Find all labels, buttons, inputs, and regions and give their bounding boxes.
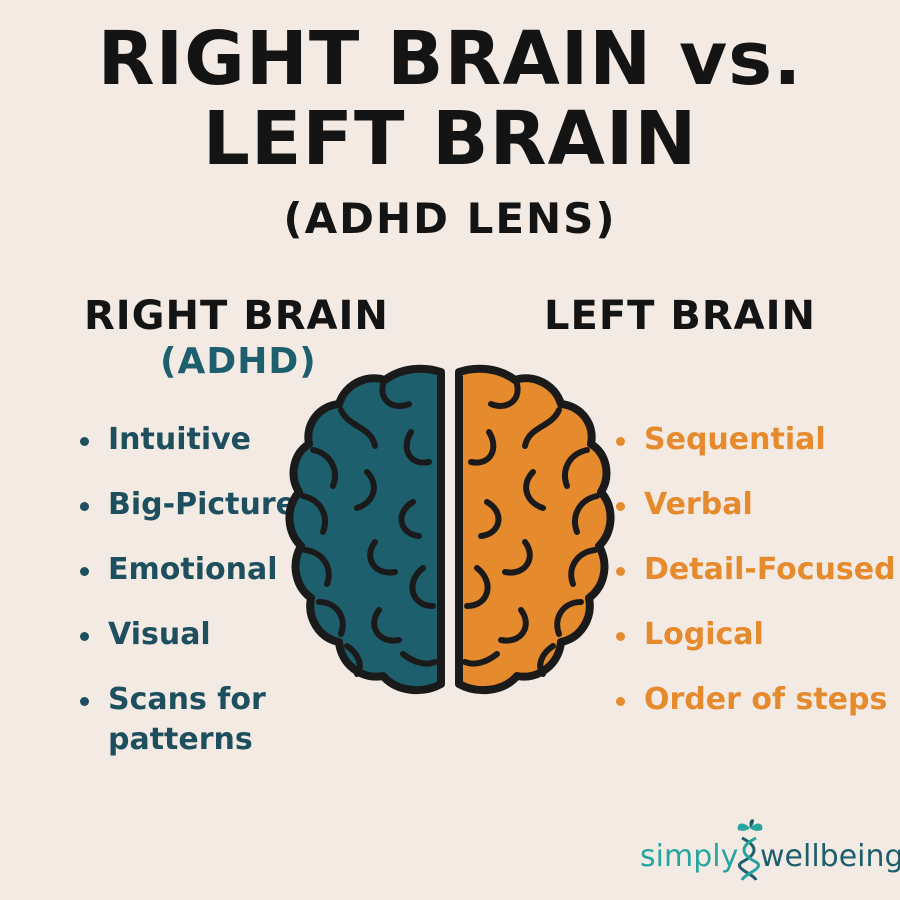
left-trait-item: Order of steps xyxy=(616,680,896,720)
brain-icon xyxy=(285,364,615,695)
title-subtitle: (ADHD LENS) xyxy=(283,194,617,243)
right-trait-item: Intuitive xyxy=(80,420,320,460)
title-line-2: LEFT BRAIN xyxy=(202,96,698,182)
left-trait-item: Logical xyxy=(616,615,896,655)
right-trait-item: Big-Picture xyxy=(80,485,320,525)
left-trait-item: Verbal xyxy=(616,485,896,525)
right-brain-subheading: (ADHD) xyxy=(160,341,317,382)
right-trait-item: Visual xyxy=(80,615,320,655)
left-brain-traits: Sequential Verbal Detail-Focused Logical… xyxy=(616,420,896,745)
left-trait-item: Detail-Focused xyxy=(616,550,896,590)
logo-text-wellbeing: wellbeing xyxy=(760,839,900,874)
right-trait-item: Emotional xyxy=(80,550,320,590)
left-hemisphere-shape xyxy=(455,364,615,695)
dna-leaf-icon xyxy=(737,819,763,881)
right-hemisphere-shape xyxy=(285,364,445,695)
right-trait-item: Scans for patterns xyxy=(80,680,320,760)
title-line-1: RIGHT BRAIN vs. xyxy=(97,16,803,102)
left-brain-heading: LEFT BRAIN xyxy=(544,293,816,339)
right-brain-traits: Intuitive Big-Picture Emotional Visual S… xyxy=(80,420,320,785)
logo-text-simply: simply xyxy=(640,839,739,874)
left-trait-item: Sequential xyxy=(616,420,896,460)
right-brain-heading: RIGHT BRAIN xyxy=(84,293,389,339)
